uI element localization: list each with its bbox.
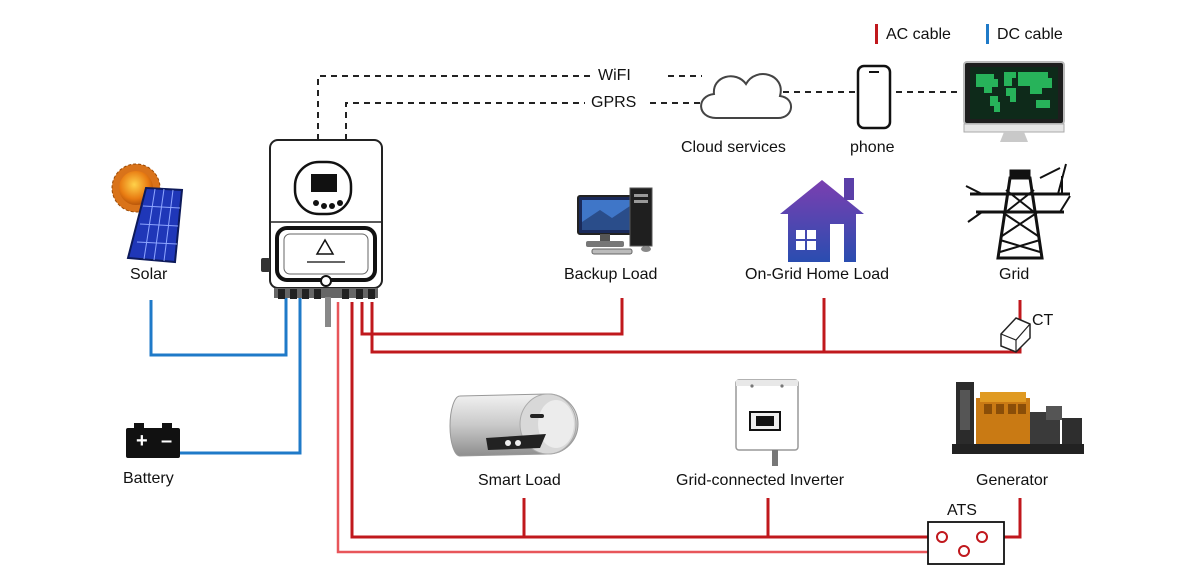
gprs-link [345, 102, 702, 140]
solar-label: Solar [130, 266, 168, 283]
on-grid-home-load-label: On-Grid Home Load [745, 266, 890, 283]
phone-icon [856, 64, 892, 130]
inverter-side-switch [261, 258, 270, 272]
solar-dc-cable [149, 298, 288, 357]
ats-label: ATS [947, 502, 977, 519]
solar-panel-icon [111, 163, 184, 264]
grid-connected-inverter-label: Grid-connected Inverter [676, 472, 845, 489]
battery-label: Battery [123, 470, 174, 487]
smart-load-label: Smart Load [478, 472, 561, 489]
warning-icon [315, 238, 335, 255]
generator-label: Generator [976, 472, 1049, 489]
ct-label: CT [1032, 312, 1054, 329]
monitor-icon [963, 61, 1065, 142]
string-inverter-icon [735, 379, 799, 466]
diesel-generator-icon [952, 382, 1084, 454]
wifi-link [317, 75, 702, 140]
backup-load-ac-cable [360, 298, 624, 336]
hybrid-inverter [261, 139, 383, 327]
ats-switch-icon [927, 521, 1005, 565]
battery-plus-sign: + [136, 430, 148, 452]
battery-icon [126, 423, 180, 458]
ats-bypass-cable [336, 302, 958, 554]
cloud-services-label: Cloud services [681, 139, 786, 156]
generator-bus-ac-cable [350, 302, 934, 539]
backup-load-label: Backup Load [564, 266, 658, 283]
ac-cable-legend-label: AC cable [886, 26, 951, 43]
grid-ac-cable [370, 300, 1022, 354]
wifi-label: WiFI [598, 67, 631, 84]
dc-cable-legend-label: DC cable [997, 26, 1063, 43]
battery-minus-sign: – [161, 430, 173, 452]
house-icon [780, 178, 864, 262]
desktop-computer-icon [577, 187, 653, 255]
gprs-label: GPRS [591, 94, 637, 111]
battery-dc-cable [180, 298, 302, 455]
ct-sensor-icon [1000, 317, 1031, 353]
water-heater-icon [449, 393, 579, 457]
comm-links [317, 75, 962, 140]
cloud-icon [700, 73, 792, 119]
power-pylon-icon [965, 163, 1071, 260]
wifi-dongle [325, 297, 331, 327]
grid-label: Grid [999, 266, 1030, 283]
ac-cable-legend-swatch [875, 24, 878, 44]
dc-cable-legend-swatch [986, 24, 989, 44]
inverter-screen [311, 174, 337, 192]
phone-label: phone [850, 139, 895, 156]
dc-cables [149, 298, 302, 455]
